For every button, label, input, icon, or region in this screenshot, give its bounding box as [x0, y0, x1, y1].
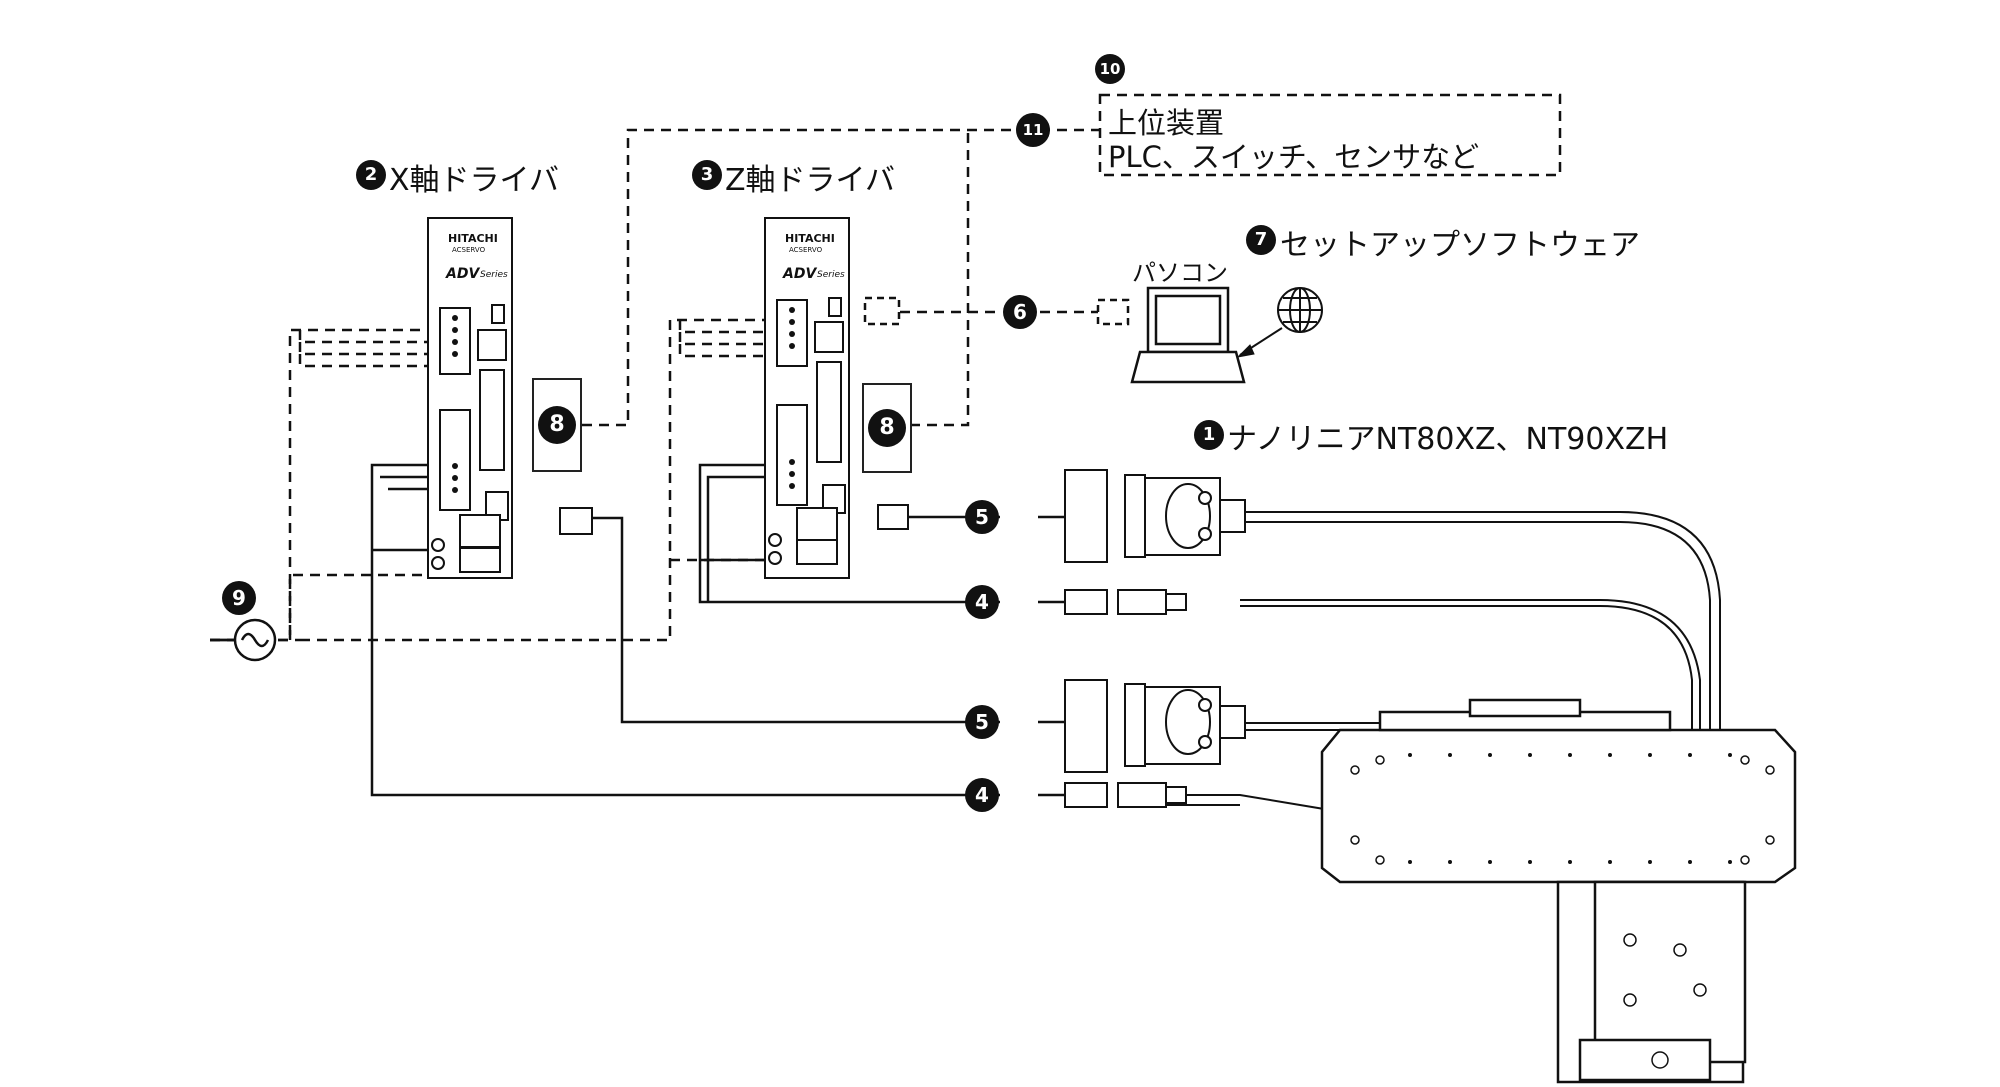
globe-icon [1277, 287, 1323, 333]
x-driver-label: X軸ドライバ [389, 163, 559, 198]
badge-7: 7 [1246, 225, 1276, 255]
inline-connectors [1064, 469, 1108, 808]
motor-line-z [698, 463, 1000, 604]
ac-power-source [233, 618, 277, 662]
z-driver-terminals [789, 307, 795, 489]
badge-4: 4 [965, 778, 999, 812]
badge-1: 1 [1194, 420, 1224, 450]
dsub-connector-z [1124, 474, 1246, 558]
badge-10: 10 [1095, 54, 1125, 84]
x-driver-brand: HITACHI [448, 232, 498, 245]
z-driver-sub: ACSERVO [789, 246, 823, 254]
z-driver-body [764, 217, 850, 579]
badge-8: 8 [868, 409, 906, 447]
stage-holes [1350, 755, 1775, 1069]
x-driver-sub: ACSERVO [452, 246, 486, 254]
io-box-x: 8 [532, 378, 582, 472]
z-encoder-plug [877, 504, 909, 530]
linear-stage-label: ナノリニアNT80XZ、NT90XZH [1227, 422, 1669, 457]
host-device-line2: PLC、スイッチ、センサなど [1108, 140, 1480, 174]
z-driver-model: ADV [783, 266, 817, 282]
z-driver-label: Z軸ドライバ [725, 163, 895, 198]
encoder-line-x [592, 516, 1000, 724]
stage-cables [1160, 511, 1721, 820]
dsub-connector-x [1124, 683, 1246, 767]
x-encoder-plug [559, 507, 593, 535]
stage-dot-row [1408, 753, 1732, 864]
badge-5: 5 [965, 500, 999, 534]
x-driver-model: ADV [446, 266, 480, 282]
badge-6: 6 [1003, 295, 1037, 329]
badge-9: 9 [222, 581, 256, 615]
badge-5: 5 [965, 705, 999, 739]
badge-4: 4 [965, 585, 999, 619]
badge-2: 2 [356, 160, 386, 190]
x-driver-series: Series [480, 270, 508, 280]
badge-3: 3 [692, 160, 722, 190]
host-device-box [1098, 93, 1562, 177]
host-device-line1: 上位装置 [1108, 106, 1225, 140]
setup-software-label: セットアップソフトウェア [1280, 228, 1640, 263]
io-box-z: 8 [862, 383, 912, 473]
laptop [1130, 286, 1246, 384]
pc-port-connector [863, 296, 901, 326]
badge-8: 8 [538, 406, 576, 444]
pc-label: パソコン [1132, 259, 1228, 287]
badge-11: 11 [1016, 113, 1050, 147]
pc-usb-connector [1096, 298, 1130, 326]
rj-connector-z [1117, 589, 1187, 615]
linear-stage [1320, 698, 1797, 1084]
rj-connector-x [1117, 782, 1187, 808]
io-lines [582, 128, 1100, 427]
x-driver-body [427, 217, 513, 579]
z-driver-brand: HITACHI [785, 232, 835, 245]
z-driver-series: Series [817, 270, 845, 280]
motor-line-x [370, 463, 1000, 797]
x-driver-terminals [452, 315, 458, 493]
